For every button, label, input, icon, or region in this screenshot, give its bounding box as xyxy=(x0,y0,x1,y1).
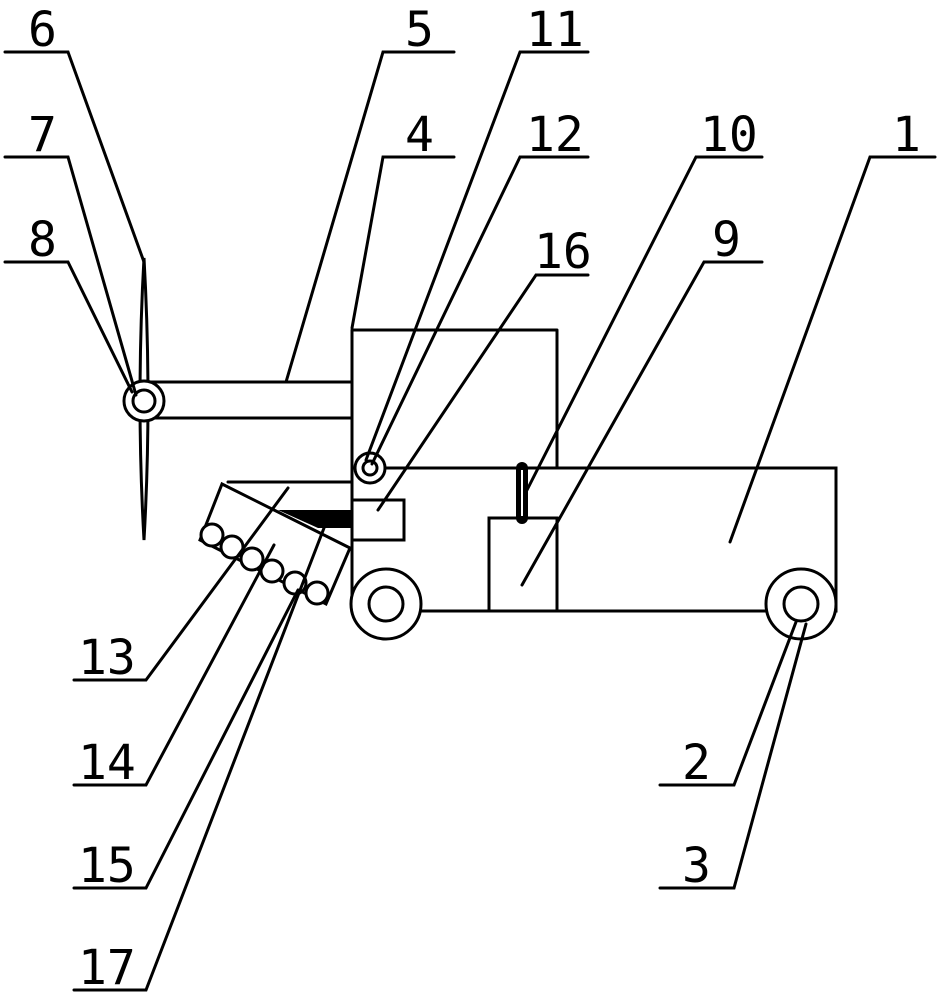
label-13: 13 xyxy=(78,630,136,686)
rear-wheel-inner xyxy=(782,585,820,623)
label-17: 17 xyxy=(78,940,136,996)
pivot-inner xyxy=(361,459,379,477)
leader-5 xyxy=(284,50,456,384)
label-10: 10 xyxy=(700,107,758,163)
leader-13 xyxy=(72,486,290,682)
leader-3 xyxy=(658,622,808,890)
roller xyxy=(304,580,330,606)
roller xyxy=(239,546,265,572)
front-wheel-inner xyxy=(367,585,405,623)
label-8: 8 xyxy=(28,212,57,268)
leader-7 xyxy=(3,155,138,397)
label-16: 16 xyxy=(534,224,592,280)
label-9: 9 xyxy=(712,212,741,268)
leader-8 xyxy=(3,260,134,394)
upper-housing xyxy=(350,328,559,470)
leader-16 xyxy=(376,273,590,512)
label-15: 15 xyxy=(78,838,136,894)
label-14: 14 xyxy=(78,735,136,791)
leader-17 xyxy=(72,526,326,992)
label-11: 11 xyxy=(526,2,584,58)
leader-11 xyxy=(364,50,590,462)
brush-connector xyxy=(278,510,352,528)
leader-9 xyxy=(520,260,764,587)
label-5: 5 xyxy=(405,2,434,58)
roller xyxy=(199,522,225,548)
leader-2 xyxy=(658,620,798,787)
leader-14 xyxy=(72,543,276,787)
brush-rollers xyxy=(199,522,330,606)
fan-hub-inner xyxy=(131,388,157,414)
leader-15 xyxy=(72,588,300,890)
label-6: 6 xyxy=(28,2,57,58)
fan-arm xyxy=(144,380,354,420)
label-12: 12 xyxy=(526,107,584,163)
label-3: 3 xyxy=(682,838,711,894)
label-2: 2 xyxy=(682,735,711,791)
leader-10 xyxy=(524,155,764,494)
motor-box xyxy=(487,516,559,613)
label-7: 7 xyxy=(28,107,57,163)
body-frame xyxy=(350,466,838,613)
label-4: 4 xyxy=(405,107,434,163)
leader-4 xyxy=(350,155,456,330)
leader-12 xyxy=(370,155,590,466)
leader-6 xyxy=(3,50,146,264)
small-box xyxy=(350,498,406,542)
leader-1 xyxy=(728,155,937,544)
label-1: 1 xyxy=(892,107,921,163)
